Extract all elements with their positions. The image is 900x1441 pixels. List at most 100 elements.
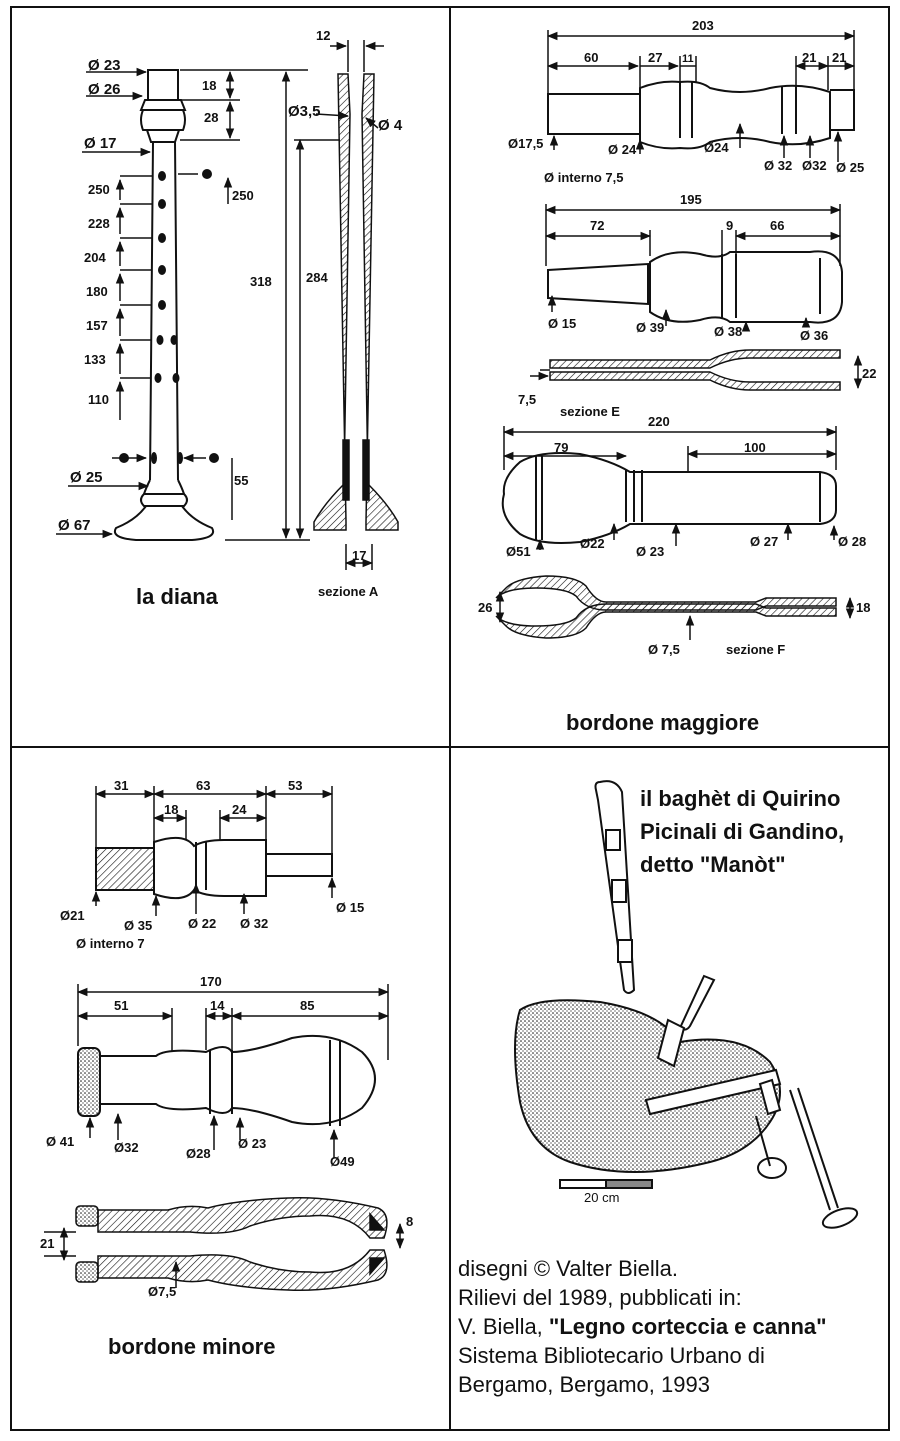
title-bordone-minore: bordone minore (108, 1334, 276, 1359)
dim-9: 9 (726, 218, 733, 233)
dim-d17: Ø 17 (84, 135, 117, 152)
dim-d17-5: Ø17,5 (508, 136, 543, 151)
panel-divider-vertical (449, 6, 451, 1431)
dim-204: 204 (84, 250, 106, 265)
maggiore-dimension-lines (502, 30, 856, 550)
dim-12: 12 (316, 28, 330, 43)
dim-100: 100 (744, 440, 766, 455)
dim-21b: 21 (832, 50, 846, 65)
dim-d32: Ø 32 (240, 916, 268, 931)
dim-14: 14 (210, 998, 225, 1013)
dim-18: 18 (856, 600, 870, 615)
dim-d27: Ø 27 (750, 534, 778, 549)
dim-d24b: Ø24 (704, 140, 729, 155)
dim-18: 18 (202, 78, 216, 93)
dim-7-5: 7,5 (518, 392, 536, 407)
dim-d23: Ø 23 (238, 1136, 266, 1151)
dim-d23: Ø 23 (636, 544, 664, 559)
section-a-label: sezione A (318, 584, 379, 599)
dim-228: 228 (88, 216, 110, 231)
minore-drone-2 (77, 1034, 376, 1126)
dim-28: 28 (204, 110, 218, 125)
title-bordone-maggiore: bordone maggiore (566, 710, 760, 735)
dim-d67: Ø 67 (58, 517, 91, 534)
dim-d25: Ø 25 (836, 160, 864, 175)
dim-d21: Ø21 (60, 908, 85, 923)
dim-85: 85 (300, 998, 314, 1013)
dim-d49: Ø49 (330, 1154, 355, 1169)
dim-d25: Ø 25 (70, 469, 103, 486)
dim-interno-7: Ø interno 7 (76, 936, 145, 951)
dim-d7-5: Ø7,5 (148, 1284, 176, 1299)
panel-divider-horizontal (10, 746, 890, 748)
maggiore-drone-3 (501, 452, 837, 544)
caption-line-2: Picinali di Gandino, (640, 819, 845, 844)
dim-d41: Ø 41 (46, 1134, 74, 1149)
dim-284: 284 (306, 270, 328, 285)
dim-d32a: Ø 32 (764, 158, 792, 173)
dim-d28: Ø 28 (838, 534, 866, 549)
dim-d35: Ø 35 (124, 918, 152, 933)
dim-d51: Ø51 (506, 544, 531, 559)
dim-11: 11 (682, 53, 694, 65)
dim-55: 55 (234, 473, 248, 488)
dim-d32b: Ø32 (802, 158, 827, 173)
minore-dimension-labels: 31 63 53 18 24 Ø21 Ø 35 Ø 22 Ø 32 Ø 15 Ø… (40, 778, 413, 1299)
dim-d22: Ø 22 (188, 916, 216, 931)
dim-d38: Ø 38 (714, 324, 742, 339)
dim-157: 157 (86, 318, 108, 333)
dim-d39: Ø 39 (636, 320, 664, 335)
maggiore-section-f (495, 575, 855, 640)
dim-53: 53 (288, 778, 302, 793)
bagpipe-illustration (514, 780, 859, 1229)
dim-d36: Ø 36 (800, 328, 828, 343)
caption-line-3: detto "Manòt" (640, 852, 786, 877)
dim-203: 203 (692, 18, 714, 33)
dim-21a: 21 (802, 50, 816, 65)
credits-book-title: "Legno corteccia e canna" (548, 1314, 827, 1339)
dim-d28: Ø28 (186, 1146, 211, 1161)
section-e-label: sezione E (560, 404, 620, 419)
credits-line-5: Bergamo, Bergamo, 1993 (458, 1372, 710, 1397)
diana-dimension-labels: Ø 23 Ø 26 Ø 17 Ø 25 Ø 67 18 28 250 250 2… (58, 28, 403, 599)
dim-110: 110 (88, 392, 109, 407)
dim-8: 8 (406, 1214, 413, 1229)
diana-dimension-lines (56, 67, 340, 541)
caption-line-1: il baghèt di Quirino (640, 786, 841, 811)
dim-27: 27 (648, 50, 662, 65)
dim-250-right: 250 (232, 188, 254, 203)
maggiore-drone-2 (547, 250, 843, 324)
dim-220: 220 (648, 414, 670, 429)
diana-section-a (313, 40, 399, 570)
dim-22: 22 (862, 366, 876, 381)
section-f-label: sezione F (726, 642, 785, 657)
dim-60: 60 (584, 50, 598, 65)
dim-d3-5: Ø3,5 (288, 103, 321, 120)
minore-dimension-lines (76, 786, 390, 1158)
dim-31: 31 (114, 778, 128, 793)
dim-d32b: Ø32 (114, 1140, 139, 1155)
dim-d7-5: Ø 7,5 (648, 642, 680, 657)
credits-line-1: disegni © Valter Biella. (458, 1256, 679, 1281)
dim-26: 26 (478, 600, 492, 615)
dim-180: 180 (86, 284, 108, 299)
maggiore-drone-1 (547, 80, 855, 150)
scale-bar-label: 20 cm (584, 1190, 619, 1205)
dim-318: 318 (250, 274, 272, 289)
dim-79: 79 (554, 440, 568, 455)
dim-17: 17 (352, 548, 366, 563)
credits-block: disegni © Valter Biella. Rilievi del 198… (458, 1254, 827, 1399)
dim-interno-7-5: Ø interno 7,5 (544, 170, 623, 185)
dim-d24a: Ø 24 (608, 142, 637, 157)
dim-72: 72 (590, 218, 604, 233)
dim-63: 63 (196, 778, 210, 793)
credits-line-4: Sistema Bibliotecario Urbano di (458, 1343, 765, 1368)
dim-51: 51 (114, 998, 128, 1013)
minore-section (44, 1196, 405, 1292)
dim-24: 24 (232, 802, 247, 817)
credits-line-2: Rilievi del 1989, pubblicati in: (458, 1285, 742, 1310)
dim-d15: Ø 15 (336, 900, 364, 915)
dim-66: 66 (770, 218, 784, 233)
dim-133: 133 (84, 352, 106, 367)
